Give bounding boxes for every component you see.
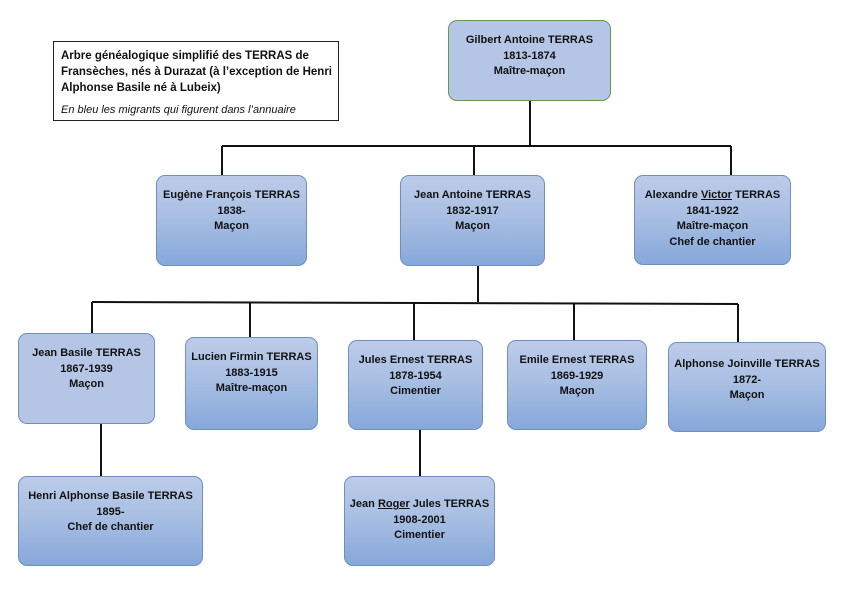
node-alphonse-joinville: Alphonse Joinville TERRAS 1872- Maçon (668, 342, 826, 432)
node-alexandre-victor: Alexandre Victor TERRAS 1841-1922 Maître… (634, 175, 791, 265)
node-role: Maçon (729, 389, 765, 401)
node-dates: 1841-1922 (686, 204, 739, 217)
node-name-underlined: Roger (377, 498, 410, 510)
node-emile-ernest: Emile Ernest TERRAS 1869-1929 Maçon (507, 340, 647, 430)
node-dates: 1813-1874 (503, 49, 556, 62)
node-role: Cimentier (390, 385, 441, 397)
node-jules-ernest: Jules Ernest TERRAS 1878-1954 Cimentier (348, 340, 483, 430)
node-name-underlined: Victor (700, 189, 732, 201)
legend-box: Arbre généalogique simplifié des TERRAS … (53, 41, 339, 121)
node-name: Jean Roger Jules TERRAS (350, 497, 489, 513)
node-name: Gilbert Antoine TERRAS (465, 34, 594, 46)
node-dates: 1883-1915 (225, 366, 278, 379)
node-name: Alphonse Joinville TERRAS (674, 358, 820, 370)
node-name: Jules Ernest TERRAS (358, 354, 473, 366)
node-name-post: Jules TERRAS (409, 498, 490, 510)
node-name: Alexandre Victor TERRAS (645, 188, 781, 204)
node-role: Maître-maçon (215, 382, 288, 394)
node-role: Maître-maçon (676, 220, 749, 232)
node-role: Maçon (559, 385, 595, 397)
node-role-secondary: Chef de chantier (669, 235, 756, 248)
node-role: Maître-maçon (493, 65, 566, 77)
node-name: Emile Ernest TERRAS (519, 354, 635, 366)
node-dates: 1867-1939 (60, 362, 113, 375)
node-role: Maçon (455, 220, 490, 232)
node-jean-antoine: Jean Antoine TERRAS 1832-1917 Maçon (400, 175, 545, 266)
node-role: Cimentier (394, 529, 445, 541)
node-jean-roger-jules: Jean Roger Jules TERRAS 1908-2001 Ciment… (344, 476, 495, 566)
node-dates: 1895- (96, 505, 125, 518)
legend-note: En bleu les migrants qui figurent dans l… (61, 104, 296, 116)
node-dates: 1872- (732, 373, 762, 386)
node-name: Eugène François TERRAS (163, 189, 300, 201)
node-role: Maçon (69, 378, 104, 390)
node-role: Maçon (214, 220, 249, 232)
node-dates: 1908-2001 (393, 513, 446, 526)
node-dates: 1838- (217, 204, 246, 217)
node-name-pre: Jean (349, 498, 378, 510)
node-lucien-firmin: Lucien Firmin TERRAS 1883-1915 Maître-ma… (185, 337, 318, 430)
node-name: Jean Antoine TERRAS (414, 189, 531, 201)
node-henri-alphonse-basile: Henri Alphonse Basile TERRAS 1895- Chef … (18, 476, 203, 566)
node-dates: 1832-1917 (446, 204, 499, 217)
node-name: Henri Alphonse Basile TERRAS (28, 490, 193, 502)
node-name: Jean Basile TERRAS (32, 347, 141, 359)
node-name: Lucien Firmin TERRAS (191, 351, 312, 363)
legend-title: Arbre généalogique simplifié des TERRAS … (61, 50, 332, 94)
node-name-post: TERRAS (731, 189, 781, 201)
node-role: Chef de chantier (67, 521, 154, 533)
node-name-pre: Alexandre (644, 189, 701, 201)
node-gilbert-antoine: Gilbert Antoine TERRAS 1813-1874 Maître-… (448, 20, 611, 101)
node-jean-basile: Jean Basile TERRAS 1867-1939 Maçon (18, 333, 155, 424)
node-eugene-francois: Eugène François TERRAS 1838- Maçon (156, 175, 307, 266)
node-dates: 1869-1929 (550, 369, 604, 382)
node-dates: 1878-1954 (389, 369, 442, 382)
